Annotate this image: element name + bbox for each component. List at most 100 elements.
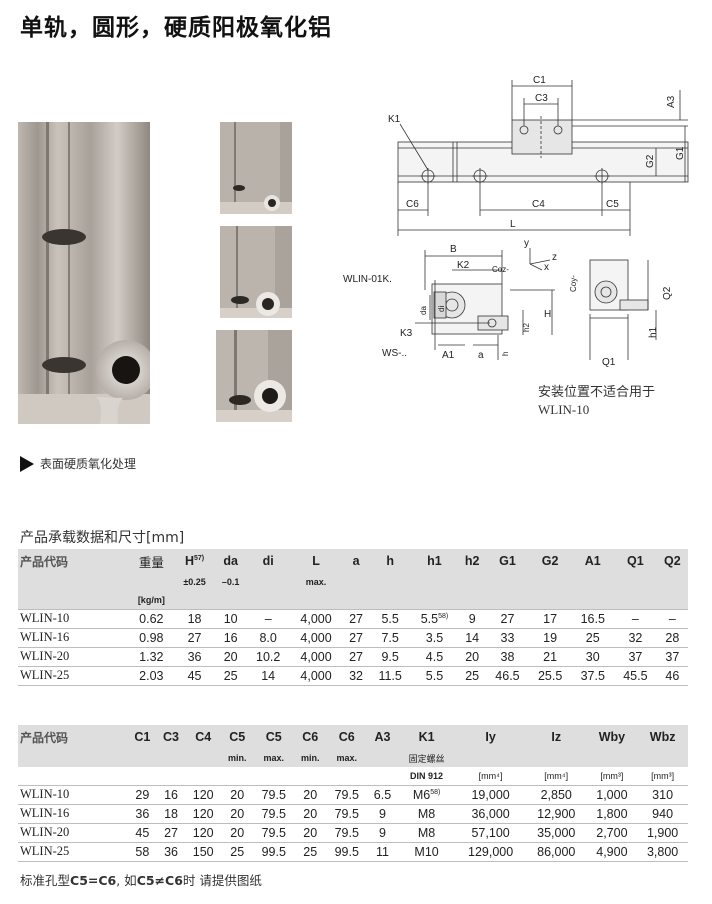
c6-min-sub: min. xyxy=(294,749,327,767)
table-cell: 20 xyxy=(458,647,487,667)
col-header-da: da xyxy=(214,549,247,573)
col-header-c6-max: C6 xyxy=(326,725,368,749)
table-cell: 25 xyxy=(221,842,254,862)
install-note-line-1: 安装位置不适合用于 xyxy=(538,384,656,399)
footnote: 标准孔型C5=C6, 如C5≠C6时 请提供图纸 xyxy=(20,870,262,889)
table-cell: 9 xyxy=(367,804,398,824)
iy-unit: [mm⁴] xyxy=(455,767,526,785)
table-cell: 25 xyxy=(458,666,487,686)
product-code-cell: WLIN-25 xyxy=(18,842,128,862)
dim-h1-label: h1 xyxy=(648,326,659,338)
dim-h2-label: h2 xyxy=(522,323,531,332)
table-cell: 27 xyxy=(342,608,370,629)
table-cell: 5.5 xyxy=(369,608,411,629)
col-header-c3: C3 xyxy=(156,725,186,749)
technical-drawing: C1 C3 A3 K1 G2 G1 C6 C4 C5 L B K2 y x z … xyxy=(343,75,689,368)
axis-y-label: y xyxy=(524,238,529,249)
table-cell: 36 xyxy=(156,842,186,862)
table-cell: 79.5 xyxy=(253,804,295,824)
table-cell: 1.32 xyxy=(128,647,175,667)
table-cell: – xyxy=(614,608,657,629)
table-cell: M8 xyxy=(397,823,456,843)
table-cell: 4,000 xyxy=(289,608,343,629)
table-cell: 45 xyxy=(174,666,215,686)
table-cell: 27 xyxy=(156,823,186,843)
table-cell: 12,900 xyxy=(525,804,587,824)
col-header-weight: 重量 xyxy=(128,549,175,573)
table-cell: 86,000 xyxy=(525,842,587,862)
dim-c6-label: C6 xyxy=(406,199,419,210)
dim-ws-label: WS-.. xyxy=(382,348,407,359)
dim-b-label: B xyxy=(450,244,457,255)
dim-c3-label: C3 xyxy=(535,93,548,104)
col-header-h-small: h xyxy=(369,549,411,573)
table-cell: 16 xyxy=(214,628,247,648)
table-cell: 120 xyxy=(185,784,222,805)
rail-photo-small-2 xyxy=(220,226,292,318)
dim-k3-label: K3 xyxy=(400,328,413,339)
da-tolerance: –0.1 xyxy=(214,573,247,591)
col-header-c6-min: C6 xyxy=(294,725,327,749)
table-cell: 46.5 xyxy=(486,666,529,686)
table-cell: 14 xyxy=(246,666,290,686)
install-note: 安装位置不适合用于 WLIN-10 xyxy=(538,383,655,419)
col-header-h: H57) xyxy=(174,549,215,573)
table-cell: M8 xyxy=(397,804,456,824)
col-header-h1: h1 xyxy=(410,549,459,573)
c5-min-sub: min. xyxy=(221,749,254,767)
page-title: 单轨，圆形，硬质阳极氧化铝 xyxy=(20,15,332,41)
table-cell: 99.5 xyxy=(253,842,295,862)
table-cell: 99.5 xyxy=(326,842,368,862)
k1-fixing-screw-sub: 固定螺丝 xyxy=(397,749,456,767)
wby-unit: [mm³] xyxy=(586,767,638,785)
table-cell: 46 xyxy=(656,666,688,686)
c6-max-sub: max. xyxy=(326,749,368,767)
table-cell: 1,800 xyxy=(586,804,638,824)
triangle-bullet-icon xyxy=(20,455,34,472)
axis-z-label: z xyxy=(552,252,557,263)
table-cell: – xyxy=(246,608,290,629)
footnote-part-5: 时 请提供图纸 xyxy=(182,873,262,888)
dim-c4-label: C4 xyxy=(532,199,545,210)
product-code-cell: WLIN-25 xyxy=(18,666,128,686)
table-cell: 18 xyxy=(174,608,215,629)
product-code-cell: WLIN-20 xyxy=(18,823,128,843)
table-cell: 310 xyxy=(637,784,688,805)
table-cell: 19 xyxy=(528,628,572,648)
table-cell: 36 xyxy=(128,804,157,824)
product-code-cell: WLIN-16 xyxy=(18,628,128,648)
table-cell: 9 xyxy=(367,823,398,843)
table-cell: 150 xyxy=(185,842,222,862)
table-cell: 4,000 xyxy=(289,666,343,686)
l-max: max. xyxy=(289,573,343,591)
table-cell: 27 xyxy=(486,608,529,629)
wlin-01k-label: WLIN-01K. xyxy=(343,274,392,285)
table-cell: 3,800 xyxy=(637,842,688,862)
footnote-part-1: 标准孔型 xyxy=(20,873,71,888)
table-cell: 4,000 xyxy=(289,647,343,667)
c5-max-sub: max. xyxy=(253,749,295,767)
col-header-g2: G2 xyxy=(528,549,572,573)
table-cell: 27 xyxy=(342,628,370,648)
footnote-part-4: C5≠C6 xyxy=(136,873,183,888)
table-cell: 79.5 xyxy=(326,784,368,805)
table-cell: 4,900 xyxy=(586,842,638,862)
dim-q2-label: Q2 xyxy=(662,286,673,300)
table-cell: 20 xyxy=(221,784,254,805)
table-cell: 20 xyxy=(221,823,254,843)
table-cell: 45 xyxy=(128,823,157,843)
table-cell: 16 xyxy=(156,784,186,805)
table-cell: 38 xyxy=(486,647,529,667)
table-cell: 14 xyxy=(458,628,487,648)
dim-h-label: H xyxy=(544,309,551,320)
table-title: 产品承载数据和尺寸[mm] xyxy=(20,530,185,546)
iz-unit: [mm⁴] xyxy=(525,767,587,785)
coz-label: Coz- xyxy=(492,265,509,274)
weight-unit: [kg/m] xyxy=(128,591,175,609)
col-header-k1: K1 xyxy=(397,725,456,749)
table-cell: 25.5 xyxy=(528,666,572,686)
footnote-part-2: C5=C6 xyxy=(70,873,117,888)
